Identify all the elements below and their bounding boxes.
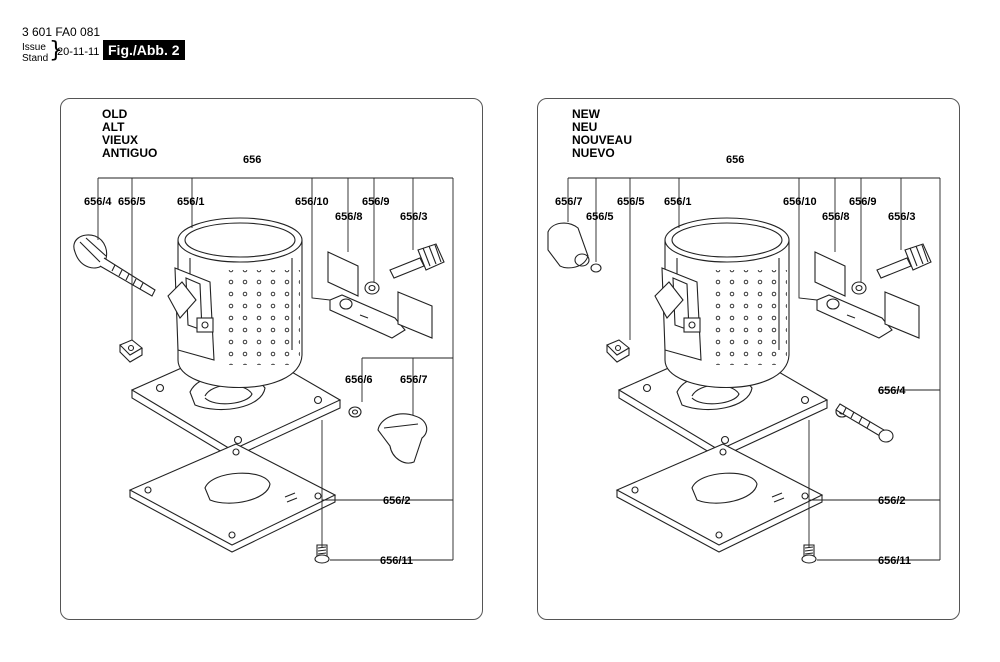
old-group-number: 656 — [243, 154, 261, 166]
new-part-656-11: 656/11 — [878, 555, 911, 567]
old-knob — [73, 234, 156, 297]
new-bolt — [835, 403, 894, 443]
old-part-656-9: 656/9 — [362, 196, 390, 208]
new-label-fr: NOUVEAU — [572, 133, 633, 147]
brace-glyph: } — [49, 38, 63, 63]
old-variant-labels: OLD ALT VIEUX ANTIGUO — [102, 108, 157, 160]
old-part-656-6: 656/6 — [345, 374, 373, 386]
document-code: 3 601 FA0 081 — [22, 25, 101, 39]
new-version-panel — [537, 98, 960, 620]
new-part-656-7: 656/7 — [555, 196, 583, 208]
issue-stand-labels: Issue Stand — [22, 42, 48, 64]
old-label-es: ANTIGUO — [102, 146, 158, 160]
new-part-656-4: 656/4 — [878, 385, 906, 397]
new-part-656-5-top: 656/5 — [617, 196, 645, 208]
old-part-656-5: 656/5 — [118, 196, 146, 208]
new-part-656-9: 656/9 — [849, 196, 877, 208]
old-version-panel — [60, 98, 483, 620]
new-part-656-10: 656/10 — [783, 196, 817, 208]
old-part-656-11: 656/11 — [380, 555, 413, 567]
old-label-en: OLD — [102, 107, 128, 121]
new-part-656-8: 656/8 — [822, 211, 850, 223]
old-part-656-7: 656/7 — [400, 374, 428, 386]
old-leader-lines — [97, 177, 454, 561]
new-group-number: 656 — [726, 154, 744, 166]
new-label-es: NUEVO — [572, 146, 615, 160]
new-variant-labels: NEW NEU NOUVEAU NUEVO — [572, 108, 632, 160]
old-assembly — [119, 217, 445, 564]
old-part-656-10: 656/10 — [295, 196, 329, 208]
old-part-656-4: 656/4 — [84, 196, 112, 208]
stand-label: Stand — [22, 53, 49, 64]
new-part-656-3: 656/3 — [888, 211, 916, 223]
old-label-fr: VIEUX — [102, 133, 139, 147]
old-part-656-3: 656/3 — [400, 211, 428, 223]
issue-label: Issue — [22, 42, 46, 53]
old-lever — [377, 413, 428, 464]
new-leader-lines — [567, 177, 941, 561]
figure-label: Fig./Abb. 2 — [103, 40, 185, 60]
old-part-656-8: 656/8 — [335, 211, 363, 223]
new-label-en: NEW — [572, 107, 600, 121]
new-part-656-1: 656/1 — [664, 196, 692, 208]
issue-date: 20-11-11 — [57, 46, 100, 58]
old-part-656-1: 656/1 — [177, 196, 205, 208]
new-part-656-2: 656/2 — [878, 495, 906, 507]
old-part-656-2: 656/2 — [383, 495, 411, 507]
new-cap — [547, 222, 602, 273]
new-part-656-5: 656/5 — [586, 211, 614, 223]
new-label-de: NEU — [572, 120, 598, 134]
old-label-de: ALT — [102, 120, 125, 134]
